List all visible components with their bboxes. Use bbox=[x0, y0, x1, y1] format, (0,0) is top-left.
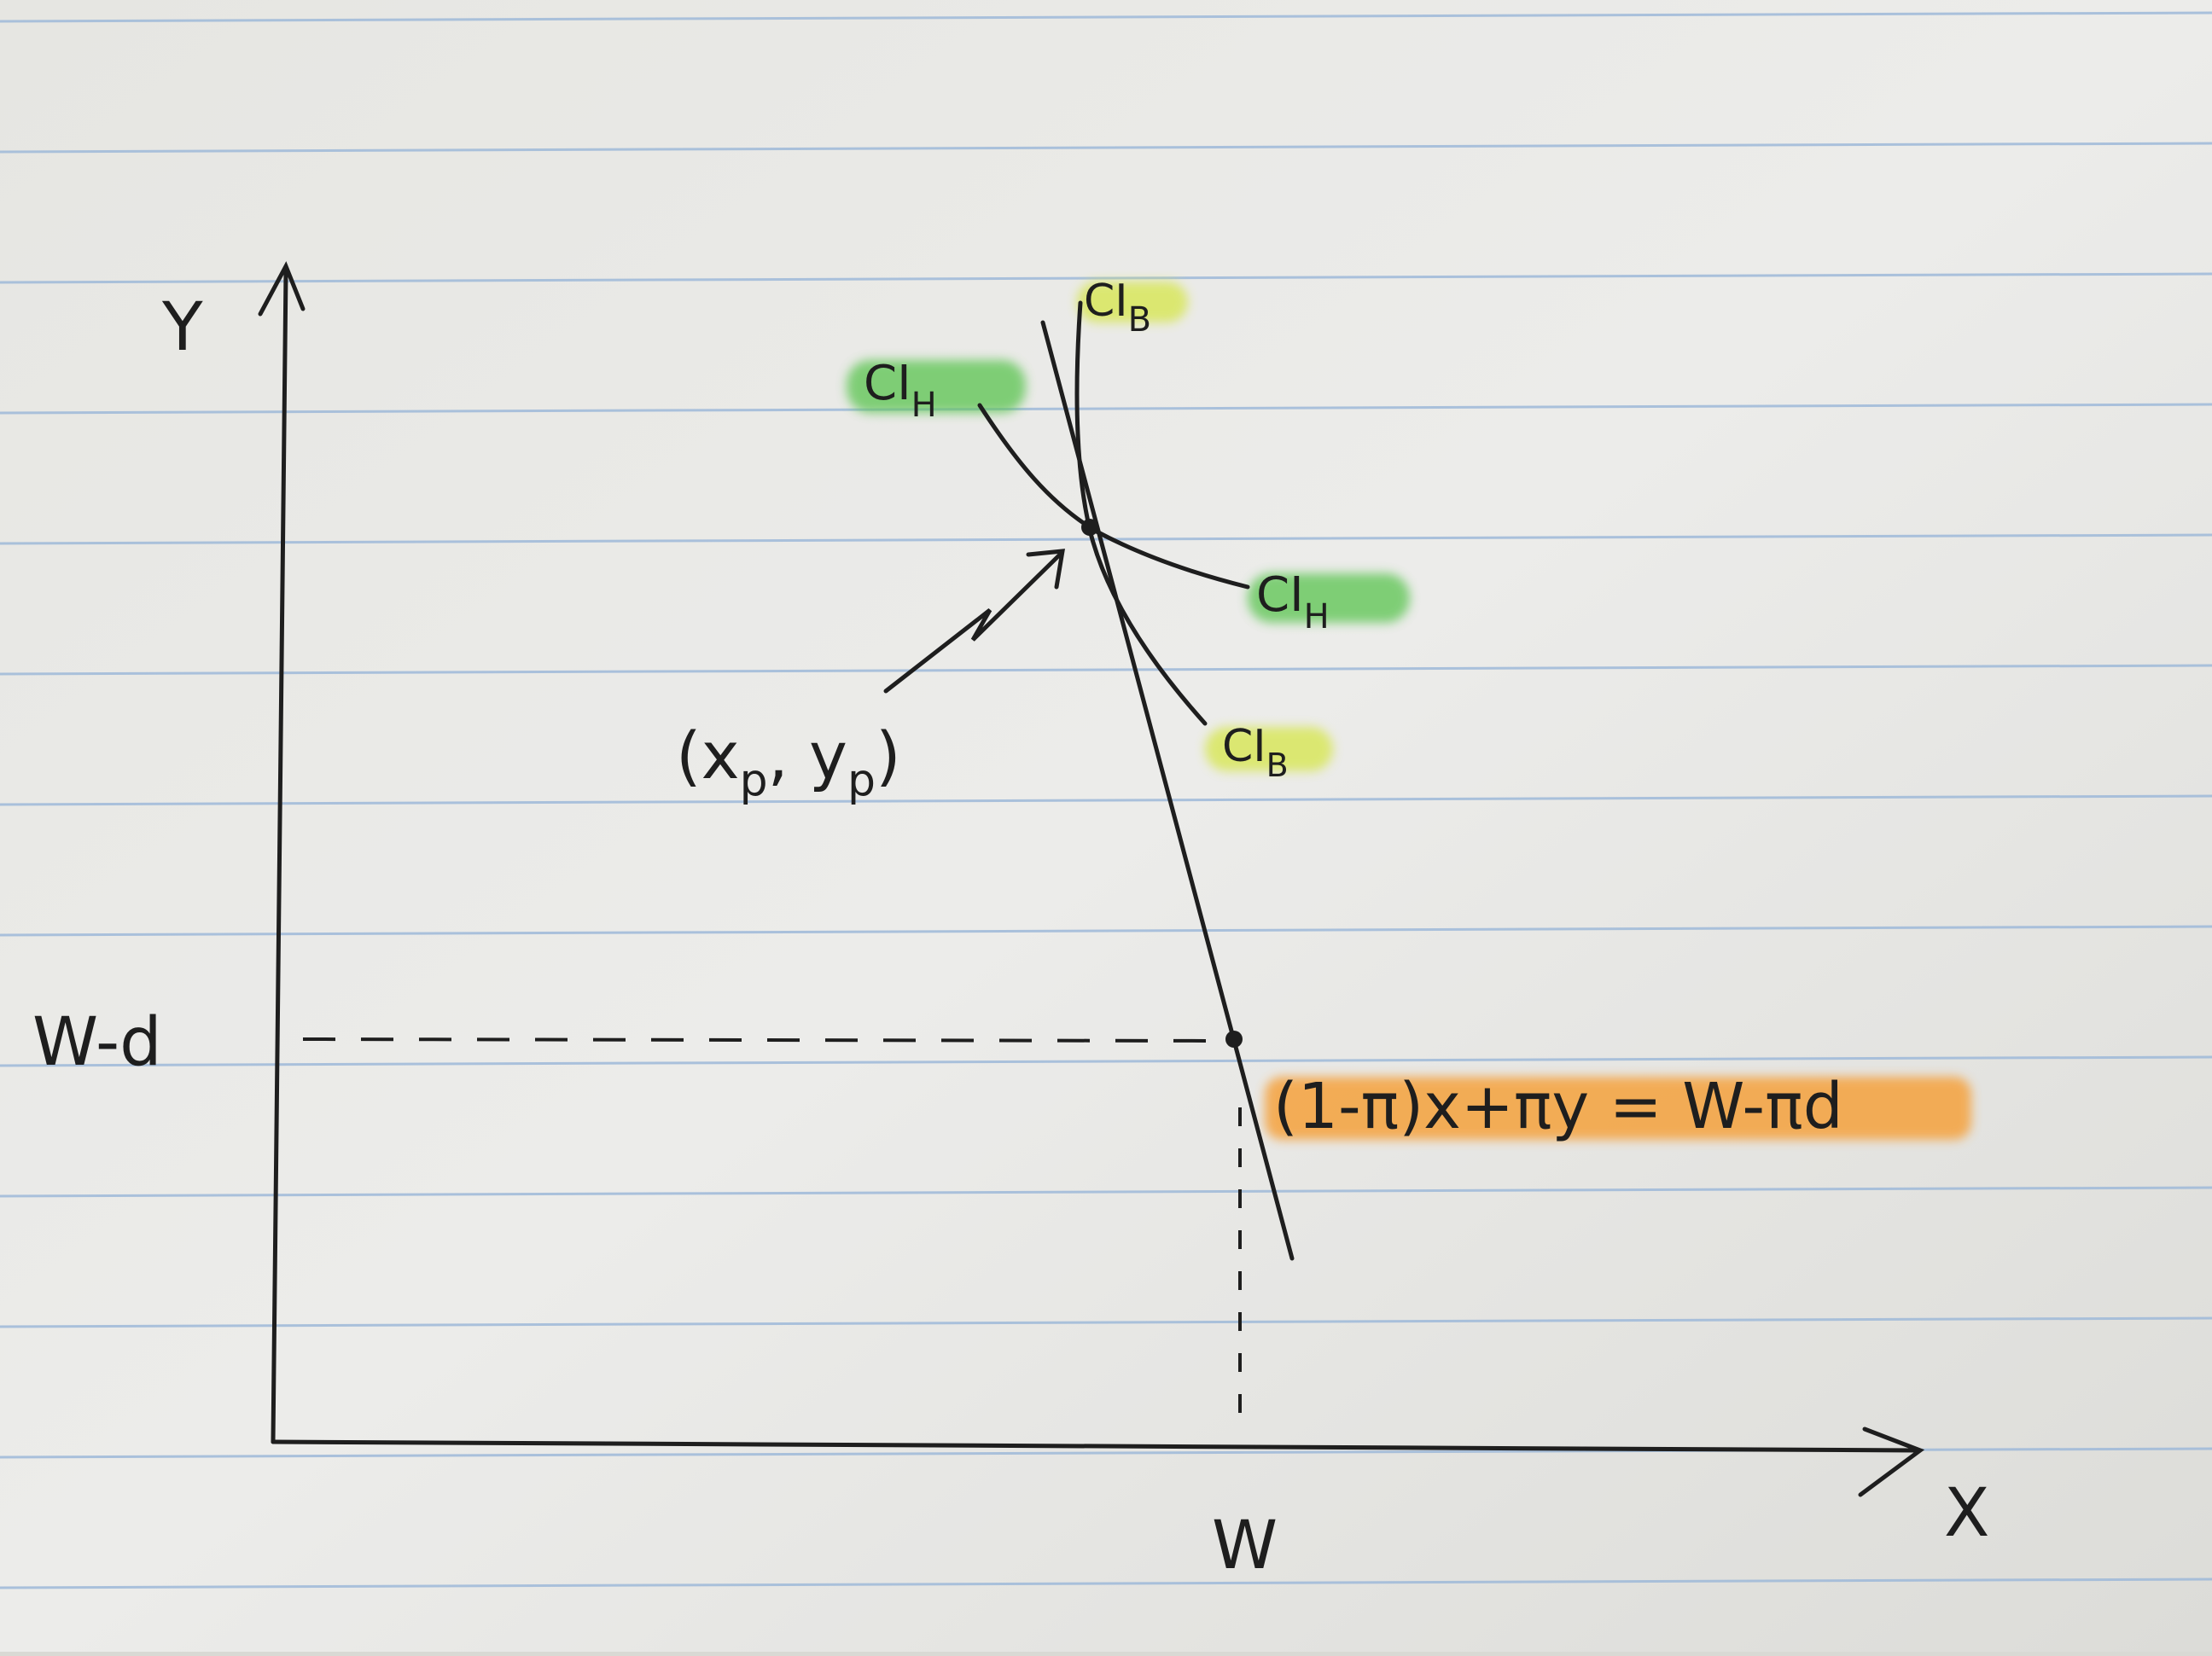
tangency-point-label: (xp, yp) bbox=[676, 718, 901, 806]
budget-line bbox=[1040, 320, 1295, 1261]
axes bbox=[258, 261, 1925, 1497]
highlight-ci-h-right bbox=[1248, 573, 1410, 623]
rule-line bbox=[0, 664, 2212, 676]
labels: Y X W W-d CIB CIH CIH CIB (xp, yp) (1-π)… bbox=[32, 276, 1989, 1584]
pointer-arrow bbox=[883, 549, 1066, 694]
highlight-ci-h-left bbox=[847, 360, 1026, 413]
ci-h-left-label: CIH bbox=[864, 356, 937, 425]
rule-line bbox=[0, 1186, 2212, 1198]
rule-line bbox=[0, 142, 2212, 154]
highlight-ci-b-top bbox=[1077, 282, 1188, 322]
highlights bbox=[847, 282, 1971, 1140]
rule-line bbox=[0, 533, 2212, 545]
rule-line bbox=[0, 11, 2212, 23]
ruled-lines bbox=[0, 11, 2212, 1589]
pointer-arrow-shaft bbox=[883, 552, 1062, 694]
x-axis-line bbox=[271, 1439, 1918, 1453]
rule-line bbox=[0, 403, 2212, 415]
rule-line bbox=[0, 1578, 2212, 1589]
tangency-point bbox=[1081, 519, 1098, 536]
rule-line bbox=[0, 1316, 2212, 1328]
rule-line bbox=[0, 272, 2212, 284]
endowment-point bbox=[1225, 1031, 1243, 1048]
guide-lines bbox=[302, 1037, 1242, 1421]
pointer-arrow-head bbox=[1026, 549, 1066, 590]
x-axis-arrowhead bbox=[1858, 1426, 1925, 1497]
y-axis-label: Y bbox=[161, 289, 203, 366]
x-axis-label: X bbox=[1944, 1475, 1989, 1552]
ci-b-top-label: CIB bbox=[1084, 276, 1151, 340]
rule-line bbox=[0, 1055, 2212, 1067]
highlight-budget-equation bbox=[1265, 1077, 1971, 1140]
y-axis-arrowhead bbox=[258, 261, 306, 317]
rule-line bbox=[0, 794, 2212, 806]
ci-h-right-label: CIH bbox=[1256, 567, 1330, 636]
budget-equation-label: (1-π)x+πy = W-πd bbox=[1273, 1070, 1843, 1143]
ci-b-bottom-label: CIB bbox=[1222, 721, 1289, 784]
w-tick-label: W bbox=[1212, 1508, 1278, 1584]
w-minus-d-dashed-line bbox=[302, 1037, 1230, 1043]
w-minus-d-tick-label: W-d bbox=[32, 1004, 162, 1081]
highlight-ci-b-bottom bbox=[1205, 727, 1333, 771]
rule-line bbox=[0, 925, 2212, 937]
y-axis-line bbox=[271, 269, 288, 1444]
